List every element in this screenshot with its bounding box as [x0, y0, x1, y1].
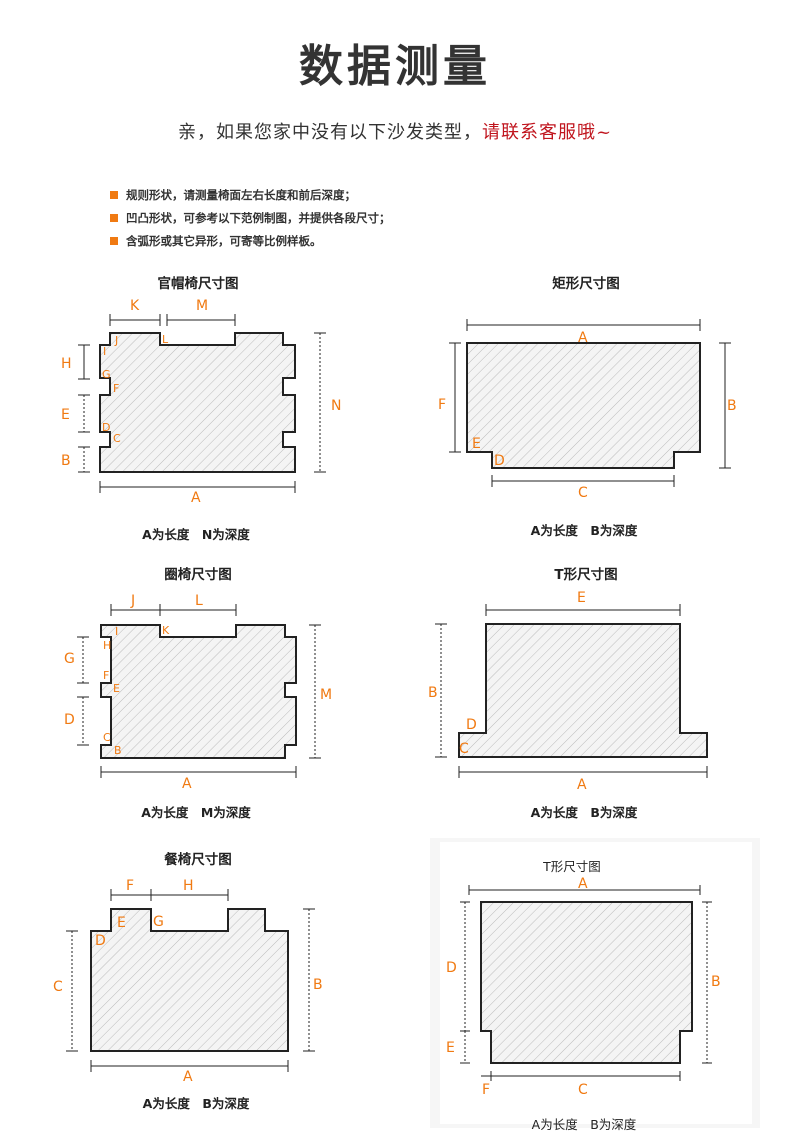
seat-outline — [90, 908, 289, 1052]
bullet-square-icon — [110, 237, 118, 245]
diagram-tshape: E B A D C — [428, 590, 708, 793]
point-label: B — [114, 744, 122, 757]
dim-label: N — [331, 398, 341, 414]
diagram-title-canyi: 餐椅尺寸图 — [164, 852, 232, 868]
dim-label: F — [438, 397, 446, 413]
diagram-canyi: F H C B A E G D — [53, 878, 323, 1085]
diagram-caption-tshape-2: A为长度 B为深度 — [531, 1117, 637, 1132]
point-label: E — [113, 682, 120, 695]
dim-label: E — [446, 1040, 455, 1056]
dim-label: A — [191, 490, 201, 506]
instruction-item: 规则形状，请测量椅面左右长度和前后深度； — [110, 184, 391, 207]
dim-label: K — [130, 298, 140, 314]
seat-outline — [100, 624, 297, 759]
point-label: J — [114, 334, 118, 347]
diagram-caption-rect: A为长度 B为深度 — [530, 523, 638, 538]
bullet-square-icon — [110, 191, 118, 199]
dim-label: J — [130, 593, 135, 609]
point-label: G — [153, 914, 164, 930]
diagram-caption-canyi: A为长度 B为深度 — [142, 1096, 250, 1111]
point-label: F — [113, 382, 119, 395]
dim-label: H — [61, 356, 72, 372]
page-title: 数据测量 — [299, 41, 491, 92]
subtitle-text: 亲，如果您家中没有以下沙发类型， — [177, 122, 482, 143]
seat-outline — [480, 901, 693, 1064]
point-label: E — [472, 436, 481, 452]
dim-label: D — [446, 960, 457, 976]
dim-label: M — [196, 298, 208, 314]
dim-label: E — [577, 590, 586, 606]
dim-label: C — [578, 1082, 588, 1098]
point-label: E — [117, 915, 126, 931]
diagram-rect: A F B E D C — [438, 319, 737, 501]
dim-label: G — [64, 651, 75, 667]
diagram-guanmao: K M H E B N A J L I G F D C — [61, 298, 341, 506]
bullet-square-icon — [110, 214, 118, 222]
diagram-quanyi: J L G D M A I H K F E C B — [64, 593, 332, 792]
dim-label: D — [64, 712, 75, 728]
dim-label: B — [61, 453, 71, 469]
dim-label: E — [61, 407, 70, 423]
diagram-title-tshape: T形尺寸图 — [554, 567, 618, 583]
diagram-title-rect: 矩形尺寸图 — [552, 276, 620, 292]
point-label: H — [103, 639, 111, 652]
diagram-caption-quanyi: A为长度 M为深度 — [141, 805, 251, 820]
dim-label: L — [195, 593, 203, 609]
point-label: C — [113, 432, 121, 445]
dim-label: M — [320, 687, 332, 703]
seat-outline — [458, 623, 708, 758]
diagram-tshape-2: A D B E F C — [446, 876, 721, 1098]
dim-label: A — [578, 330, 588, 346]
dim-label: H — [183, 878, 194, 894]
point-label: D — [494, 453, 505, 469]
instruction-item: 凹凸形状，可参考以下范例制图，并提供各段尺寸； — [110, 207, 391, 230]
point-label: I — [115, 625, 118, 638]
dim-label: A — [182, 776, 192, 792]
dim-label: A — [578, 876, 588, 892]
seat-outline — [99, 332, 296, 473]
instruction-list: 规则形状，请测量椅面左右长度和前后深度； 凹凸形状，可参考以下范例制图，并提供各… — [110, 184, 391, 253]
point-label: D — [466, 717, 477, 733]
point-label: C — [459, 741, 469, 757]
point-label: F — [103, 669, 109, 682]
point-label: K — [162, 624, 170, 637]
dim-label: B — [711, 974, 721, 990]
point-label: L — [162, 333, 169, 346]
dim-label: C — [578, 485, 588, 501]
point-label: D — [95, 933, 106, 949]
dim-label: F — [482, 1082, 490, 1098]
diagram-title-guanmao: 官帽椅尺寸图 — [157, 276, 239, 292]
dim-label: B — [727, 398, 737, 414]
diagram-title-tshape-2: T形尺寸图 — [543, 859, 601, 874]
point-label: D — [102, 421, 110, 434]
point-label: G — [102, 368, 111, 381]
dim-label: F — [126, 878, 134, 894]
subtitle-highlight: 请联系客服哦~ — [481, 122, 613, 143]
point-label: I — [103, 345, 106, 358]
dim-label: A — [183, 1069, 193, 1085]
subtitle: 亲，如果您家中没有以下沙发类型，请联系客服哦~ — [0, 118, 790, 144]
diagram-caption-tshape: A为长度 B为深度 — [530, 805, 638, 820]
seat-outline — [466, 342, 701, 469]
dim-label: C — [53, 979, 63, 995]
instruction-item: 含弧形或其它异形，可寄等比例样板。 — [110, 230, 391, 253]
diagram-caption-guanmao: A为长度 N为深度 — [142, 527, 250, 542]
point-label: C — [103, 731, 111, 744]
dim-label: A — [577, 777, 587, 793]
dim-label: B — [428, 685, 438, 701]
dim-label: B — [313, 977, 323, 993]
diagram-title-quanyi: 圈椅尺寸图 — [164, 567, 232, 583]
